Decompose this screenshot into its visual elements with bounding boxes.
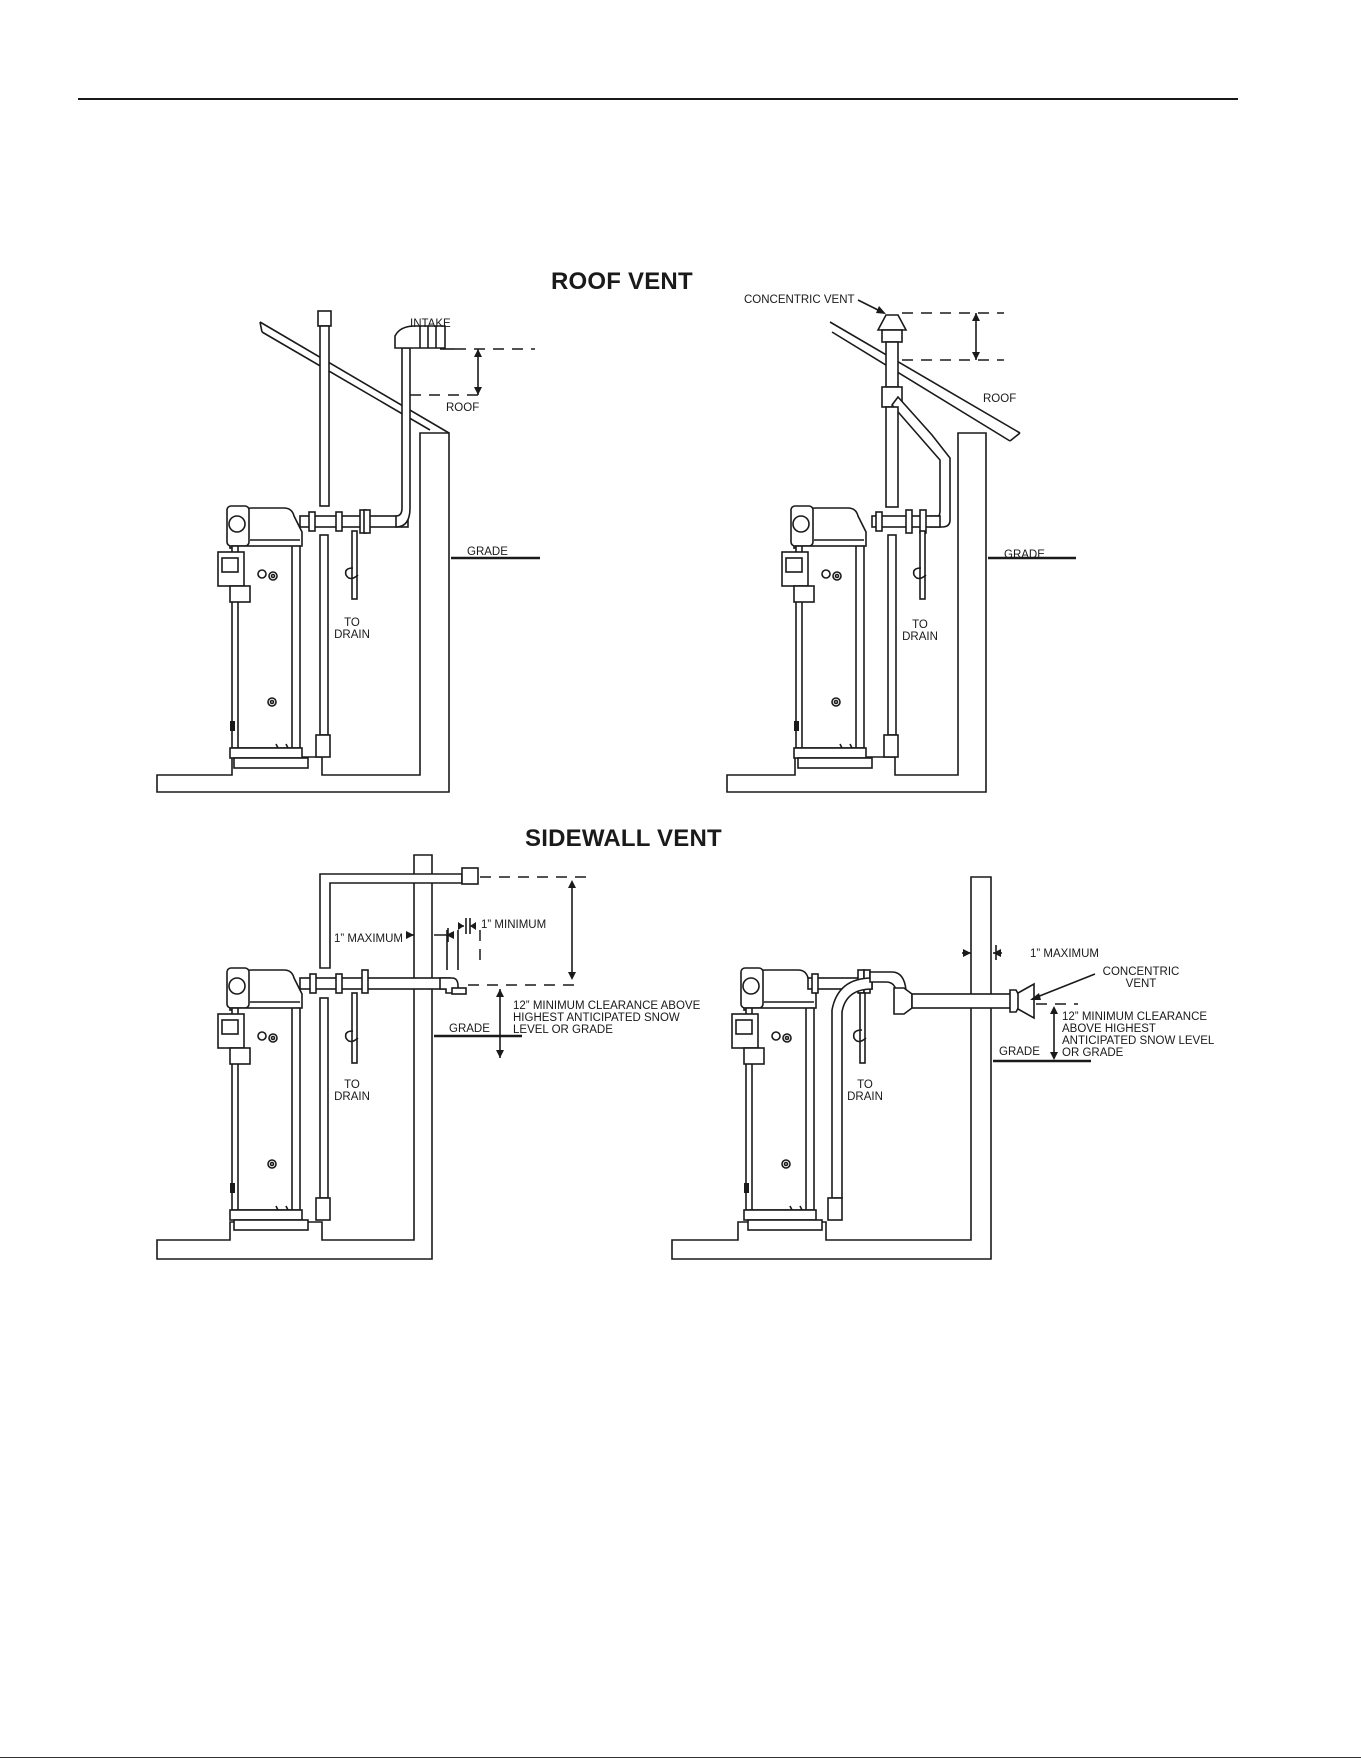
- concentric-vent-label-roof: CONCENTRIC VENT: [744, 294, 855, 306]
- sidewall-vent-two-pipe-illustration: [156, 854, 590, 1260]
- roof-vent-concentric-illustration: [726, 299, 1076, 793]
- one-inch-minimum-label: 1” MINIMUM: [481, 919, 547, 931]
- clearance-note-left: 12” MINIMUM CLEARANCE ABOVE HIGHEST ANTI…: [513, 1000, 701, 1036]
- roof-label-left: ROOF: [446, 402, 480, 414]
- grade-label-sidewall-right: GRADE: [999, 1046, 1040, 1058]
- roof-vent-two-pipe-illustration: [156, 310, 540, 793]
- grade-label-roof-left: GRADE: [467, 546, 508, 558]
- footer-rule: [0, 1757, 1361, 1758]
- to-drain-label-sidewall-right: TO DRAIN: [847, 1079, 883, 1103]
- grade-label-sidewall-left: GRADE: [449, 1023, 490, 1035]
- intake-label: INTAKE: [410, 318, 451, 330]
- one-inch-maximum-label-right: 1” MAXIMUM: [1030, 948, 1099, 960]
- roof-label-right: ROOF: [983, 393, 1017, 405]
- clearance-note-right: 12” MINIMUM CLEARANCE ABOVE HIGHEST ANTI…: [1062, 1011, 1215, 1059]
- header-rule: [78, 98, 1238, 100]
- to-drain-label-sidewall-left: TO DRAIN: [334, 1079, 370, 1103]
- to-drain-label-roof-left: TO DRAIN: [334, 617, 370, 641]
- grade-label-roof-right: GRADE: [1004, 549, 1045, 561]
- roof-vent-heading: ROOF VENT: [551, 268, 693, 295]
- concentric-vent-label-sidewall: CONCENTRIC VENT: [1102, 966, 1180, 990]
- to-drain-label-roof-right: TO DRAIN: [902, 619, 938, 643]
- sidewall-vent-concentric-illustration: [671, 876, 1096, 1260]
- one-inch-maximum-label-left: 1” MAXIMUM: [334, 933, 403, 945]
- sidewall-vent-heading: SIDEWALL VENT: [525, 825, 722, 852]
